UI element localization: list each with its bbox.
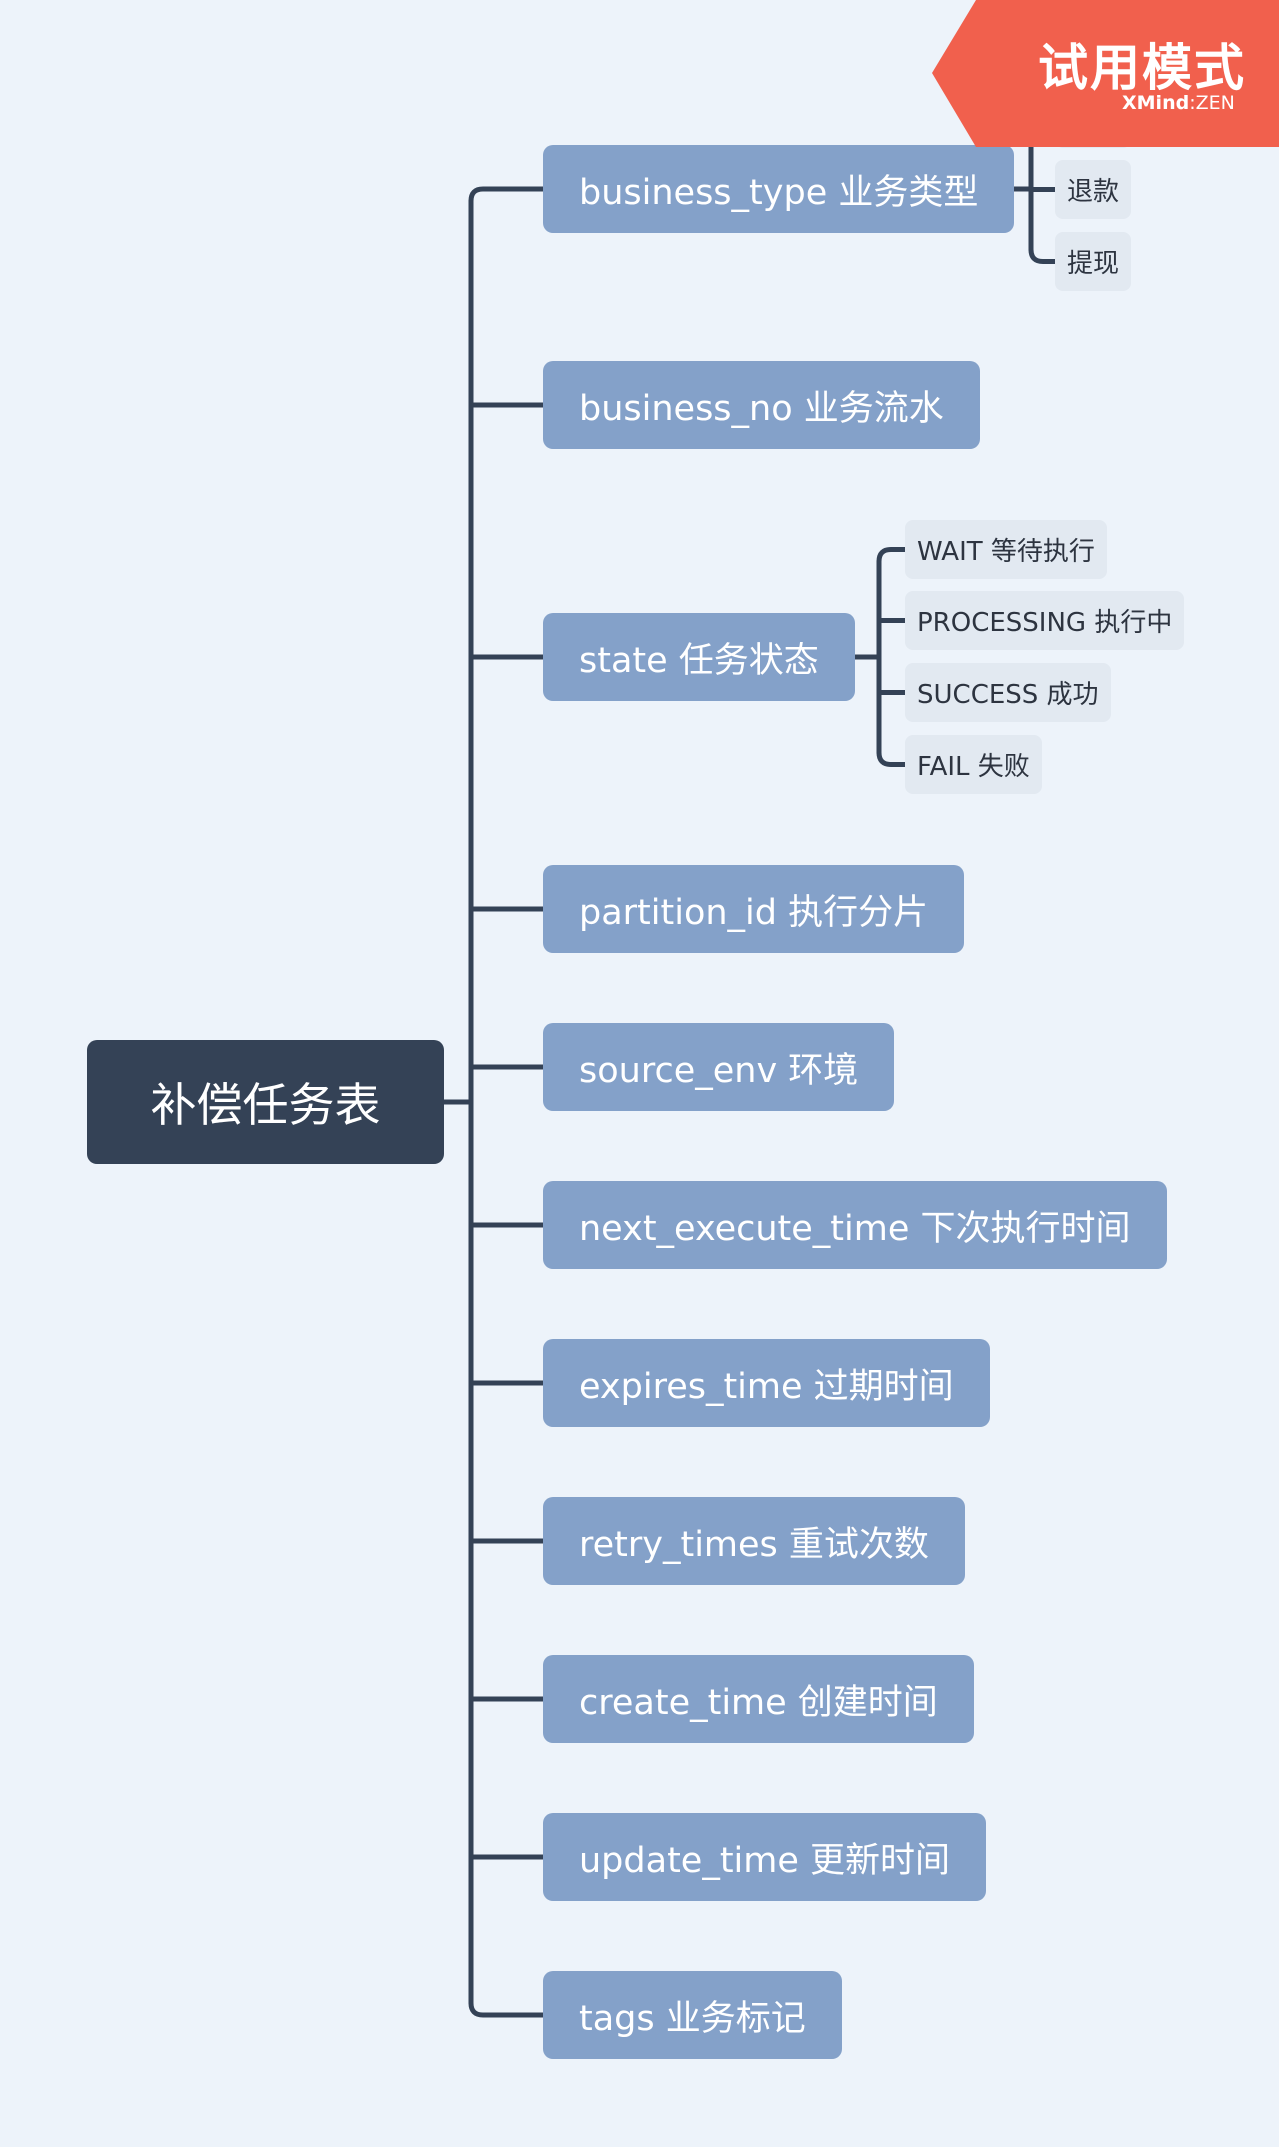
- branch-expires-time[interactable]: expires_time 过期时间: [543, 1339, 990, 1427]
- branch-source-env[interactable]: source_env 环境: [543, 1023, 895, 1111]
- leaf-state-wait[interactable]: WAIT 等待执行: [905, 520, 1107, 579]
- branch-next-execute-time[interactable]: next_execute_time 下次执行时间: [543, 1181, 1167, 1269]
- watermark-title: 试用模式: [1038, 39, 1246, 97]
- connector-elbow: [468, 2000, 546, 2018]
- leaf-refund[interactable]: 退款: [1055, 160, 1132, 219]
- branch-update-time[interactable]: update_time 更新时间: [543, 1813, 987, 1901]
- branch-tags[interactable]: tags 业务标记: [543, 1971, 842, 2059]
- trial-mode-watermark: 试用模式 XMind:ZEN: [932, 0, 1279, 147]
- connector-elbow: [468, 186, 546, 204]
- watermark-brand-edition: ZEN: [1195, 92, 1235, 114]
- root-topic[interactable]: 补偿任务表: [87, 1040, 444, 1164]
- connector-elbow: [876, 750, 908, 767]
- branch-business-type[interactable]: business_type 业务类型: [543, 145, 1015, 233]
- leaf-state-processing[interactable]: PROCESSING 执行中: [905, 591, 1185, 650]
- branch-business-no[interactable]: business_no 业务流水: [543, 361, 980, 449]
- watermark-brand: XMind:ZEN: [1122, 92, 1235, 114]
- branch-partition-id[interactable]: partition_id 执行分片: [543, 865, 965, 953]
- watermark-brand-name: XMind: [1122, 92, 1190, 114]
- leaf-withdraw[interactable]: 提现: [1055, 232, 1132, 291]
- branch-retry-times[interactable]: retry_times 重试次数: [543, 1497, 965, 1585]
- branch-create-time[interactable]: create_time 创建时间: [543, 1655, 974, 1743]
- branch-state[interactable]: state 任务状态: [543, 613, 855, 701]
- leaf-state-fail[interactable]: FAIL 失败: [905, 735, 1042, 794]
- connector-elbow: [876, 547, 908, 564]
- watermark-badge-shape: [932, 0, 1279, 147]
- connector-elbow: [1028, 247, 1058, 264]
- leaf-state-success[interactable]: SUCCESS 成功: [905, 663, 1111, 722]
- watermark-brand-separator: :: [1189, 92, 1196, 114]
